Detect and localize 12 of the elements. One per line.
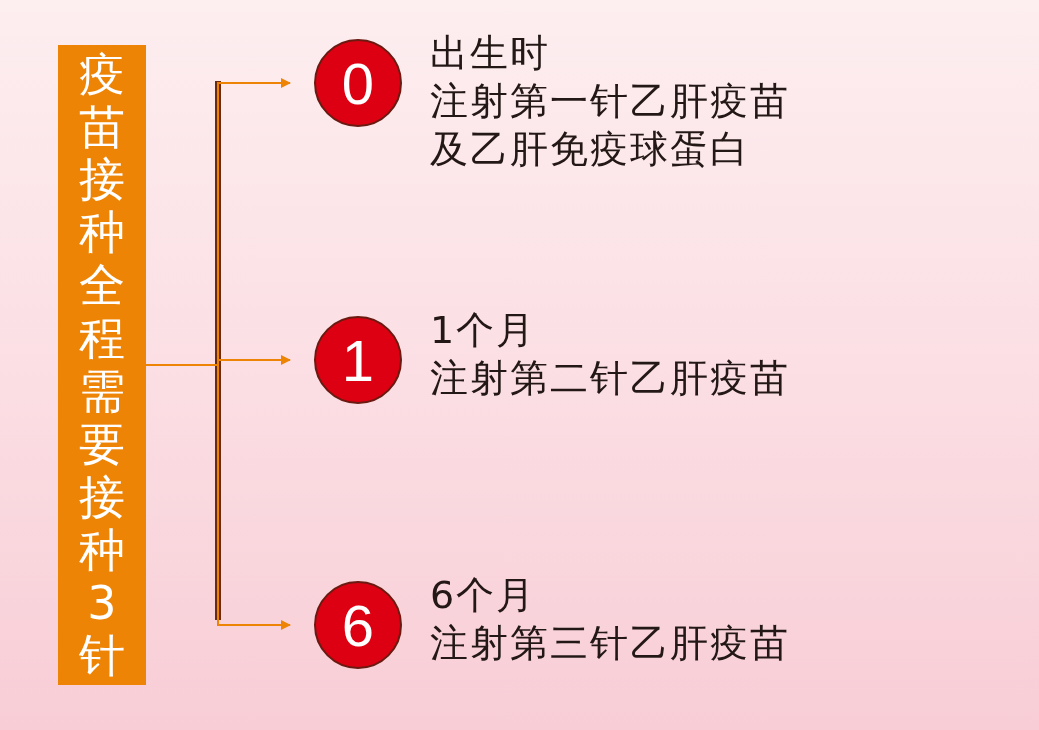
step-description: 注射第二针乙肝疫苗 [430,355,790,402]
step-description: 及乙肝免疫球蛋白 [430,126,751,173]
step-number-circle: 1 [314,316,402,404]
step-number-circle: 6 [314,581,402,669]
title-banner [58,45,146,685]
title-text: 疫苗接种全程需要接种3针 [79,47,125,683]
step-description: 注射第三针乙肝疫苗 [430,620,790,667]
step-description: 出生时 [430,30,551,77]
step-number-circle: 0 [314,39,402,127]
step-description: 6个月 [430,572,538,619]
step-description: 1个月 [430,307,538,354]
step-description: 注射第一针乙肝疫苗 [430,78,790,125]
